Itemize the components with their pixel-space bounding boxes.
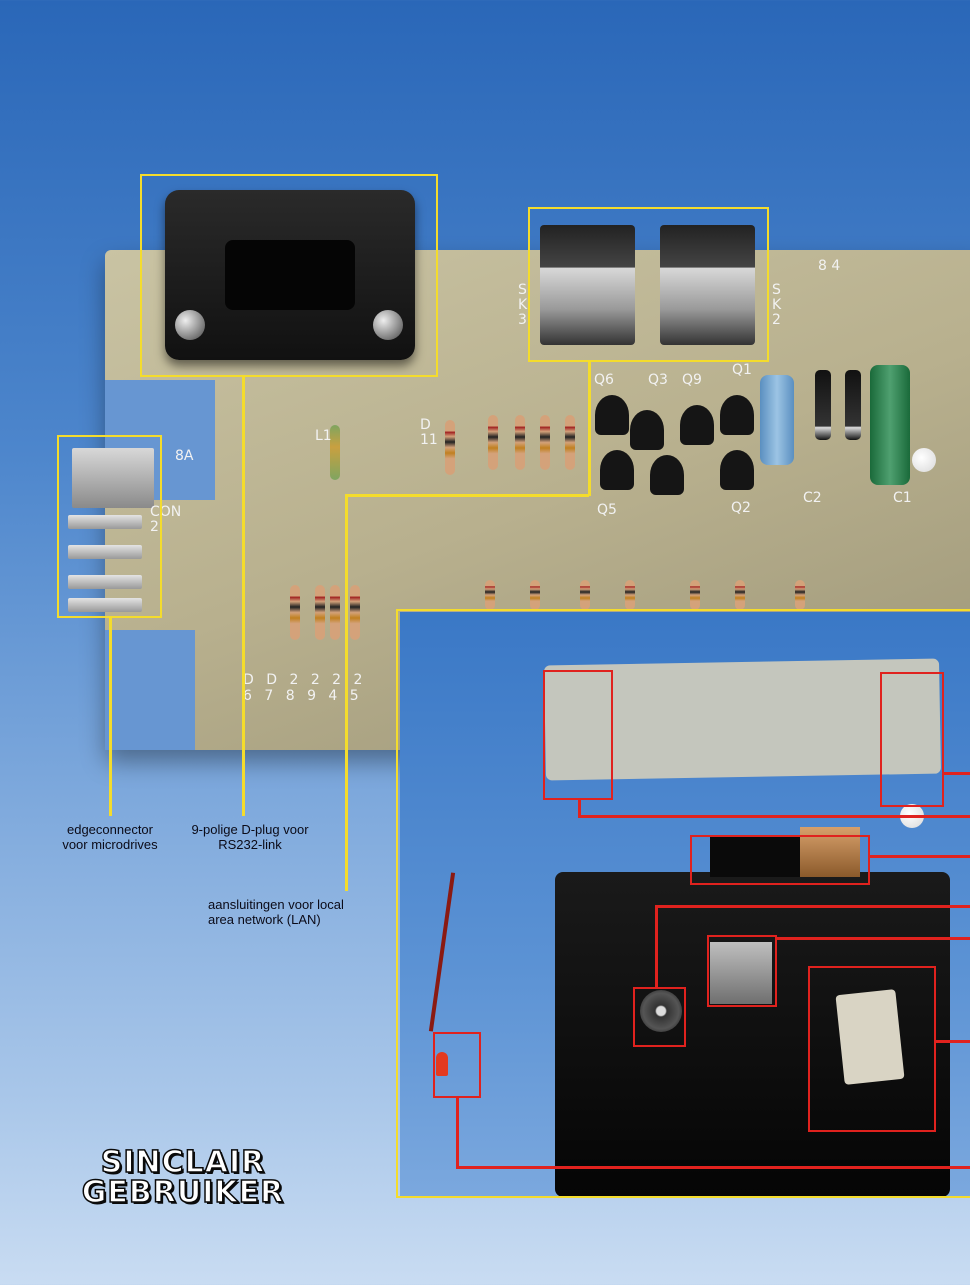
label-d11: D 11 [420, 417, 438, 448]
callout-red-switch [808, 966, 936, 1132]
red-leader [870, 855, 970, 858]
edge-pad-block [72, 448, 154, 508]
resistor [795, 580, 805, 610]
red-leader [456, 1166, 970, 1169]
label-q5: Q5 [597, 502, 617, 518]
label-q3: Q3 [648, 372, 668, 388]
edge-pad [68, 545, 142, 559]
label-8a: 8A [175, 448, 194, 464]
read-write-head [710, 942, 772, 1004]
leader-lan [345, 494, 348, 891]
label-c1: C1 [893, 490, 912, 506]
callout-red-capstan [633, 987, 686, 1047]
red-leader [456, 1098, 459, 1168]
callout-red-head [707, 935, 777, 1007]
transistor [680, 405, 714, 445]
leader-lan-vertical [588, 362, 591, 496]
red-leader [655, 905, 970, 908]
red-leader [578, 815, 970, 818]
transistor [720, 395, 754, 435]
d-plug-socket [225, 240, 355, 310]
red-leader [944, 772, 970, 775]
diode [845, 370, 861, 440]
capacitor [760, 375, 794, 465]
red-leader [936, 1040, 970, 1043]
caption-dplug: 9-polige D-plug voor RS232-link [191, 822, 309, 852]
caption-edgeconnector: edgeconnector voor microdrives [62, 822, 158, 852]
callout-red-edge-left [543, 670, 613, 800]
label-q6: Q6 [594, 372, 614, 388]
resistor [690, 580, 700, 610]
white-dot [912, 448, 936, 472]
label-row-d: D D 2 2 2 2 [243, 672, 367, 688]
ic-chip [710, 837, 800, 877]
board-cutout [105, 630, 195, 750]
transistor [630, 410, 664, 450]
resistor [315, 585, 325, 640]
resistor [290, 585, 300, 640]
capstan [640, 990, 682, 1032]
callout-box-edgeconnector [57, 435, 162, 618]
transistor [720, 450, 754, 490]
label-sk2: S K 2 [772, 282, 782, 328]
label-l1: L1 [315, 428, 332, 444]
transistor [650, 455, 684, 495]
callout-box-inset [396, 609, 970, 1198]
callout-red-led [433, 1032, 481, 1098]
logo-line-2: GEBRUIKER [81, 1175, 285, 1210]
capacitor [870, 365, 910, 485]
resistor [515, 415, 525, 470]
diode [815, 370, 831, 440]
d-plug-connector [165, 190, 415, 360]
label-q2: Q2 [731, 500, 751, 516]
sinclair-gebruiker-logo: SINCLAIR GEBRUIKER [58, 1145, 308, 1210]
red-leader [655, 905, 658, 987]
edge-pad [68, 575, 142, 589]
resistor [530, 580, 540, 610]
transistor [595, 395, 629, 435]
label-84: 8 4 [818, 258, 841, 274]
resistor [350, 585, 360, 640]
resistor [330, 585, 340, 640]
resistor [735, 580, 745, 610]
leader-dplug [242, 377, 245, 816]
label-con2: CON 2 [150, 504, 182, 535]
red-leader [777, 937, 970, 940]
leader-lan-horizontal [345, 494, 589, 497]
label-c2: C2 [803, 490, 822, 506]
edge-pad [68, 515, 142, 529]
callout-box-lan-jacks [528, 207, 769, 362]
resistor [485, 580, 495, 610]
screw [175, 310, 205, 340]
inductor [330, 425, 340, 480]
resistor [580, 580, 590, 610]
callout-red-chip [690, 835, 870, 885]
label-q9: Q9 [682, 372, 702, 388]
resistor [540, 415, 550, 470]
label-row-n: 6 7 8 9 4 5 [243, 688, 363, 704]
lan-jack [660, 225, 755, 345]
inset-microdrive-photo [400, 612, 970, 1197]
callout-box-dplug [140, 174, 438, 377]
lan-jack [540, 225, 635, 345]
led [436, 1052, 448, 1076]
screw [373, 310, 403, 340]
label-q1: Q1 [732, 362, 752, 378]
resistor [445, 420, 455, 475]
resistor [625, 580, 635, 610]
callout-red-edge-right [880, 672, 944, 807]
edge-pad [68, 598, 142, 612]
label-sk3: S K 3 [518, 282, 528, 328]
resistor [488, 415, 498, 470]
leader-edgeconnector [109, 618, 112, 816]
red-leader [578, 800, 581, 816]
caption-lan: aansluitingen voor local area network (L… [208, 897, 344, 927]
logo-line-1: SINCLAIR [100, 1145, 266, 1180]
resistor [565, 415, 575, 470]
transistor [600, 450, 634, 490]
